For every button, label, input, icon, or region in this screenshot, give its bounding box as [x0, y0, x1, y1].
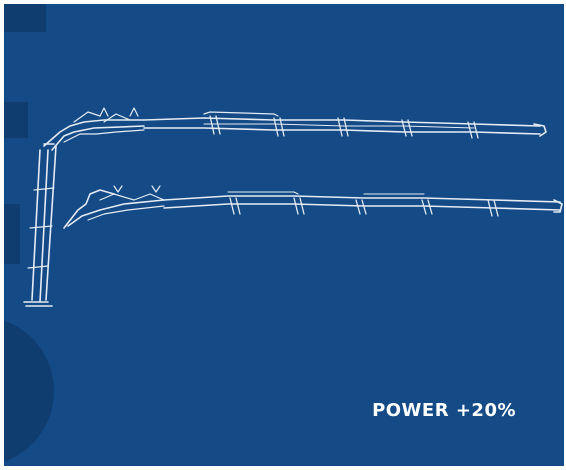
background-shape — [4, 4, 46, 32]
crane-folded-boom-drawing — [23, 107, 547, 307]
background-shape — [4, 204, 20, 264]
power-caption: POWER +20% — [372, 400, 516, 421]
banner-panel: POWER +20% — [4, 4, 564, 466]
background-shape — [4, 102, 28, 138]
crane-illustration — [23, 107, 563, 307]
crane-boom-drawing — [63, 185, 563, 229]
